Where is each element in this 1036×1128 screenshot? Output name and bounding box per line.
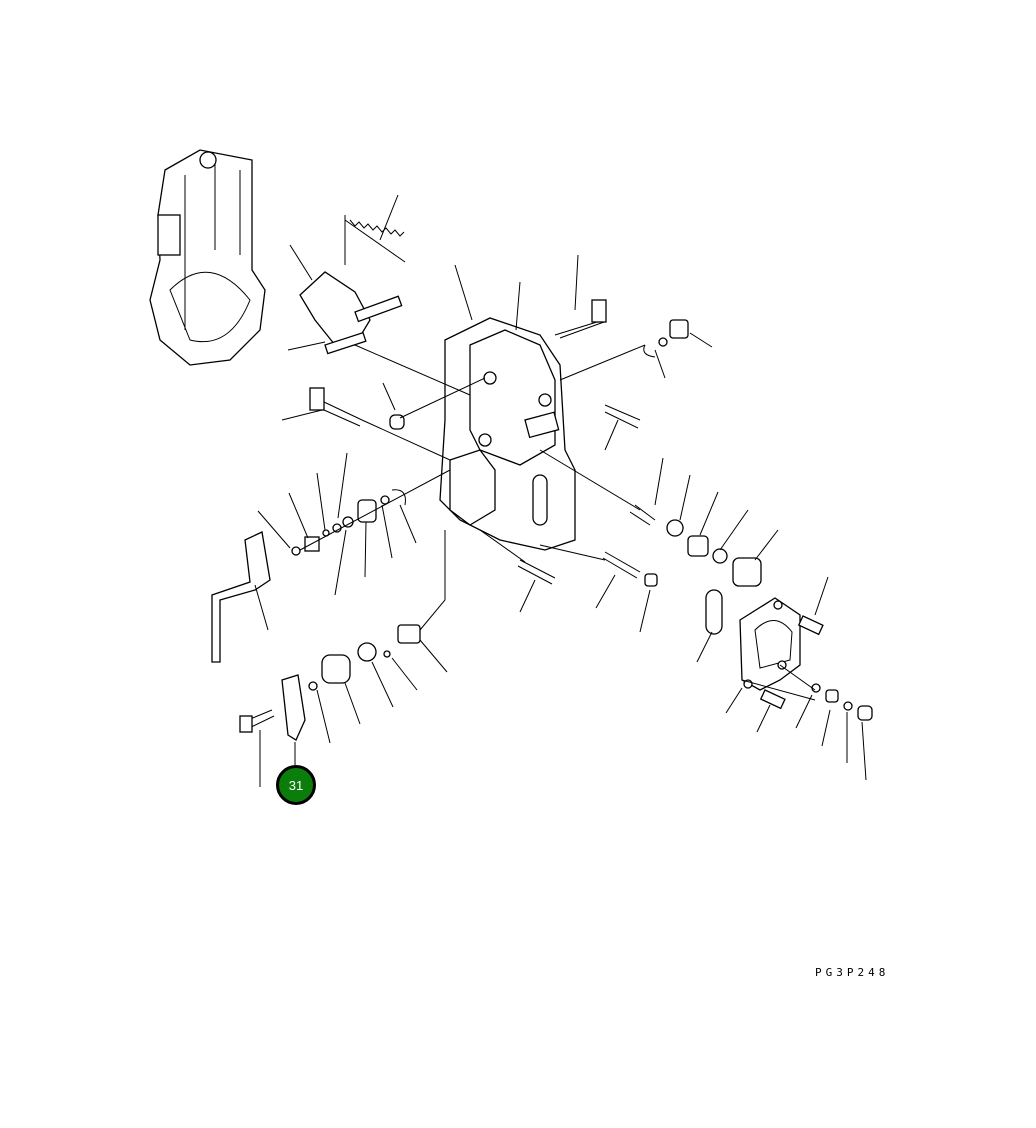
leader-lines	[254, 194, 867, 787]
assembly-lines	[299, 344, 816, 701]
callout-number: 31	[288, 777, 304, 793]
main-body	[439, 317, 576, 551]
drawing-code: PG3P248	[815, 966, 890, 979]
bracket	[211, 531, 306, 741]
callout-badge-31[interactable]: 31	[276, 765, 316, 805]
governor-housing	[149, 149, 266, 366]
lever	[299, 271, 403, 355]
spring	[344, 215, 406, 265]
end-cover	[705, 589, 801, 691]
